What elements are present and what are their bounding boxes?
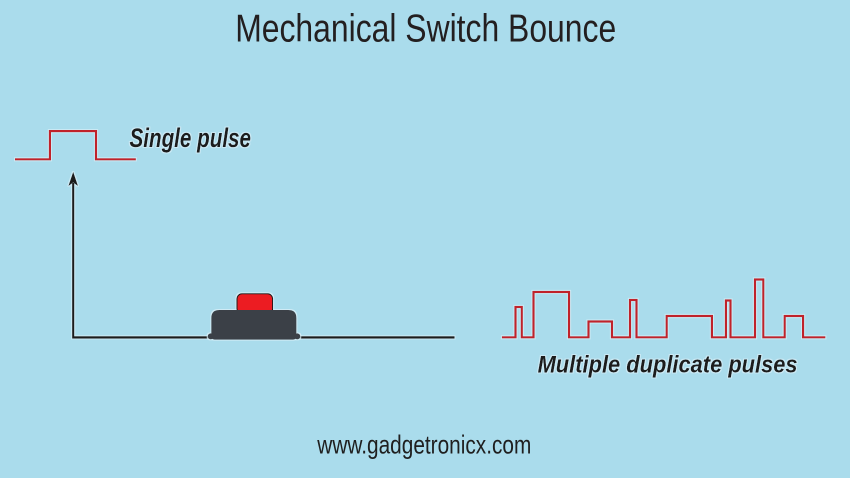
svg-text:Multiple duplicate pulses: Multiple duplicate pulses (538, 352, 798, 379)
svg-text:www.gadgetronicx.com: www.gadgetronicx.com (316, 430, 531, 460)
svg-text:Single pulse: Single pulse (130, 123, 252, 153)
svg-text:Mechanical Switch Bounce: Mechanical Switch Bounce (235, 8, 616, 51)
